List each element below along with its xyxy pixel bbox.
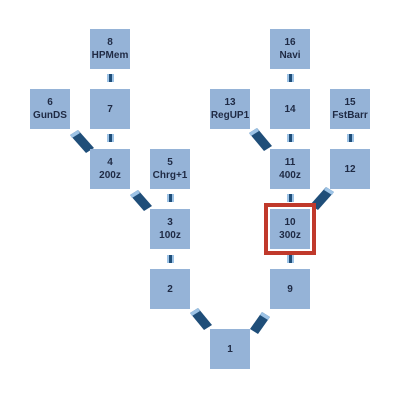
node-number: 11 [284,157,296,168]
node-7[interactable]: 7 [90,89,130,129]
node-number: 2 [167,283,173,295]
node-9[interactable]: 9 [270,269,310,309]
connector-7-to-4 [107,134,114,142]
node-number: 8 [107,37,113,48]
node-number: 3 [167,217,173,228]
node-8[interactable]: 8 HPMem [90,29,130,69]
connector-16-to-14 [287,74,294,82]
node-label: Navi [279,50,301,61]
node-5[interactable]: 5 Chrg+1 [150,149,190,189]
arrow-4-to-3 [130,190,152,211]
node-number: 7 [107,103,113,115]
connector-5-to-3 [167,194,174,202]
node-label: HPMem [91,50,129,61]
connector-14-to-11 [287,134,294,142]
connector-8-to-7 [107,74,114,82]
connector-3-to-2 [167,255,174,263]
connector-10-to-9 [287,255,294,263]
connector-11-to-10 [287,194,294,202]
node-1[interactable]: 1 [210,329,250,369]
node-number: 16 [284,37,296,48]
node-2[interactable]: 2 [150,269,190,309]
node-number: 15 [344,97,356,108]
node-6[interactable]: 6 GunDS [30,89,70,129]
node-number: 6 [47,97,53,108]
node-11[interactable]: 11 400z [270,149,310,189]
node-15[interactable]: 15 FstBarr [330,89,370,129]
node-number: 10 [284,217,296,228]
node-label: FstBarr [332,110,368,121]
arrow-12-to-10 [310,187,334,210]
arrow-2-to-1 [190,308,212,330]
node-10-selected[interactable]: 10 300z [264,203,316,255]
node-number: 9 [287,283,293,295]
node-label: Chrg+1 [152,170,188,181]
node-label: GunDS [33,110,67,121]
node-label: 400z [279,170,301,181]
node-16[interactable]: 16 Navi [270,29,310,69]
node-14[interactable]: 14 [270,89,310,129]
arrow-9-to-1 [250,312,270,334]
node-number: 14 [284,103,296,115]
node-12[interactable]: 12 [330,149,370,189]
node-3[interactable]: 3 100z [150,209,190,249]
node-label: 100z [159,230,181,241]
node-4[interactable]: 4 200z [90,149,130,189]
arrow-13-to-11 [249,128,272,151]
node-label: RegUP1 [210,110,250,121]
node-label: 200z [99,170,121,181]
connector-15-to-12 [347,134,354,142]
node-number: 4 [107,157,113,168]
node-label: 300z [279,230,301,241]
node-13[interactable]: 13 RegUP1 [210,89,250,129]
node-number: 12 [344,163,356,175]
node-number: 1 [227,343,233,355]
node-number: 13 [224,97,236,108]
node-number: 5 [167,157,173,168]
